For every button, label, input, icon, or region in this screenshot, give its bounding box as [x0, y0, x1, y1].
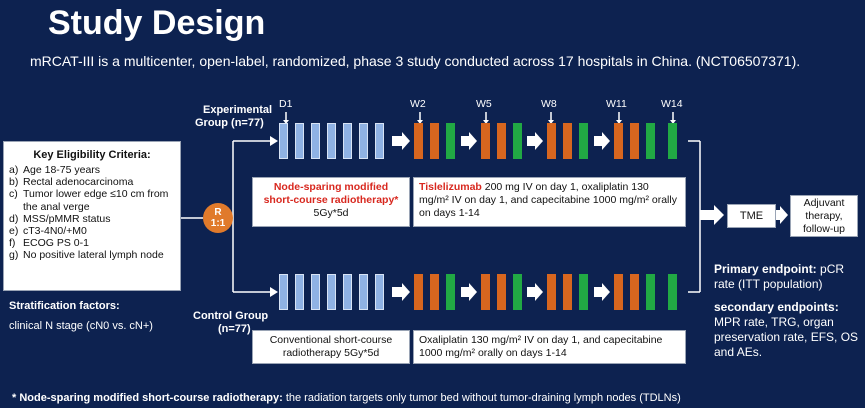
week-label-w2: W2: [410, 98, 426, 110]
chemo-bar-orange: [547, 274, 556, 310]
control-chemo-note: Oxaliplatin 130 mg/m² IV on day 1, and c…: [413, 330, 686, 364]
radiotherapy-bar: [311, 274, 320, 310]
chemo-bar-orange: [630, 274, 639, 310]
adjuvant-box: Adjuvant therapy, follow-up: [790, 195, 858, 237]
week-label-w8: W8: [541, 98, 557, 110]
chemo-bar-orange: [563, 274, 572, 310]
randomization-circle: R 1:1: [203, 203, 233, 233]
chemo-bar-green: [668, 274, 677, 310]
chemo-bar-orange: [497, 274, 506, 310]
radiotherapy-bar: [279, 274, 288, 310]
page-title: Study Design: [48, 4, 266, 42]
radiotherapy-bar: [375, 274, 384, 310]
chemo-bar-orange: [614, 274, 623, 310]
experimental-radiotherapy-note: Node-sparing modified short-course radio…: [252, 177, 410, 227]
immuno-bar-green: [646, 123, 655, 159]
immuno-bar-green: [579, 123, 588, 159]
week-label-d1: D1: [279, 98, 293, 110]
list-item: a)Age 18-75 years: [9, 164, 101, 176]
chemo-bar-orange: [430, 123, 439, 159]
week-label-w5: W5: [476, 98, 492, 110]
list-item: d)MSS/pMMR status: [9, 212, 111, 225]
radiotherapy-bar: [343, 274, 352, 310]
radiotherapy-bar: [343, 123, 352, 159]
randomization-ratio: 1:1: [210, 218, 226, 229]
chemo-bar-orange: [481, 274, 490, 310]
primary-endpoint: Primary endpoint: pCR rate (ITT populati…: [714, 262, 845, 291]
radiotherapy-bar: [327, 123, 336, 159]
experimental-chemo-note: Tislelizumab 200 mg IV on day 1, oxalipl…: [413, 177, 686, 227]
eligibility-heading: Key Eligibility Criteria:: [33, 149, 151, 161]
list-item: f)ECOG PS 0-1: [9, 237, 89, 250]
control-radiotherapy-note: Conventional short-course radiotherapy 5…: [252, 330, 410, 364]
chemo-bar-orange: [414, 123, 423, 159]
experimental-group-label: Experimental Group (n=77): [195, 104, 273, 129]
list-item: b)Rectal adenocarcinoma: [9, 176, 134, 189]
immuno-bar-green: [668, 123, 677, 159]
week-label-w11: W11: [606, 98, 627, 110]
radiotherapy-bar: [279, 123, 288, 159]
radiotherapy-bar: [359, 123, 368, 159]
eligibility-list: a)Age 18-75 years b)Rectal adenocarcinom…: [4, 164, 180, 262]
week-label-w14: W14: [661, 98, 683, 110]
chemo-bar-green: [579, 274, 588, 310]
chemo-bar-orange: [563, 123, 572, 159]
immuno-bar-green: [446, 123, 455, 159]
tme-box: TME: [727, 204, 776, 228]
radiotherapy-bar: [295, 274, 304, 310]
secondary-endpoints: secondary endpoints: MPR rate, TRG, orga…: [714, 300, 859, 359]
footnote: * Node-sparing modified short-course rad…: [12, 392, 681, 404]
chemo-bar-green: [513, 274, 522, 310]
chemo-bar-orange: [481, 123, 490, 159]
chemo-bar-green: [646, 274, 655, 310]
page-subtitle: mRCAT-III is a multicenter, open-label, …: [30, 53, 801, 69]
stratification-title: Stratification factors:: [9, 300, 120, 312]
chemo-bar-orange: [497, 123, 506, 159]
chemo-bar-green: [446, 274, 455, 310]
immuno-bar-green: [513, 123, 522, 159]
list-item: e)cT3-4N0/+M0: [9, 225, 87, 238]
radiotherapy-bar: [311, 123, 320, 159]
list-item: c)Tumor lower edge ≤10 cm from the anal …: [9, 188, 169, 213]
chemo-bar-orange: [414, 274, 423, 310]
chemo-bar-orange: [547, 123, 556, 159]
chemo-bar-orange: [630, 123, 639, 159]
chemo-bar-orange: [614, 123, 623, 159]
stratification-value: clinical N stage (cN0 vs. cN+): [9, 320, 153, 332]
control-group-label: Control Group (n=77): [193, 310, 269, 335]
randomization-letter: R: [214, 207, 222, 218]
radiotherapy-bar: [327, 274, 336, 310]
radiotherapy-bar: [359, 274, 368, 310]
eligibility-box: Key Eligibility Criteria: a)Age 18-75 ye…: [3, 141, 181, 291]
chemo-bar-orange: [430, 274, 439, 310]
radiotherapy-bar: [295, 123, 304, 159]
radiotherapy-bar: [375, 123, 384, 159]
list-item: g)No positive lateral lymph node: [9, 249, 164, 262]
